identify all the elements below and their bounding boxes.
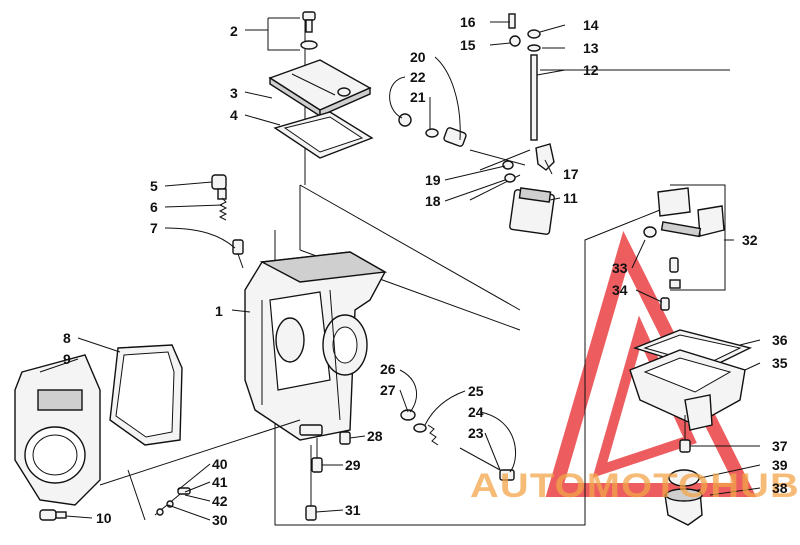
callout-10: 10 — [96, 510, 112, 526]
callout-21: 21 — [410, 89, 426, 105]
callout-25: 25 — [468, 383, 484, 399]
callout-29: 29 — [345, 457, 361, 473]
callout-22: 22 — [410, 69, 426, 85]
callout-20: 20 — [410, 49, 426, 65]
callout-36: 36 — [772, 332, 788, 348]
callout-labels: 1 2 3 4 5 6 7 8 9 10 11 12 13 14 15 16 1… — [63, 14, 788, 528]
callout-35: 35 — [772, 355, 788, 371]
callout-3: 3 — [230, 85, 238, 101]
callout-42: 42 — [212, 493, 228, 509]
callout-24: 24 — [468, 404, 484, 420]
callout-4: 4 — [230, 107, 238, 123]
part-screw-washer — [300, 11, 318, 50]
callout-18: 18 — [425, 193, 441, 209]
part-throttle-linkage — [398, 13, 555, 235]
part-fitting-spring-needle — [211, 174, 244, 269]
part-side-cover — [109, 344, 183, 446]
callout-32: 32 — [742, 232, 758, 248]
callout-8: 8 — [63, 330, 71, 346]
callout-14: 14 — [583, 17, 599, 33]
part-screw-left — [39, 509, 67, 521]
callout-41: 41 — [212, 474, 228, 490]
part-hose-fittings — [127, 469, 191, 521]
callout-23: 23 — [468, 425, 484, 441]
callout-40: 40 — [212, 456, 228, 472]
callout-37: 37 — [772, 438, 788, 454]
callout-31: 31 — [345, 502, 361, 518]
watermark-text: AUTOMOTOHUB — [470, 467, 800, 505]
part-float-assembly — [643, 187, 725, 289]
callout-16: 16 — [460, 14, 476, 30]
callout-9: 9 — [63, 351, 71, 367]
callout-6: 6 — [150, 199, 158, 215]
watermark-text-group: AUTOMOTOHUB — [470, 467, 800, 505]
callout-34: 34 — [612, 282, 628, 298]
callout-5: 5 — [150, 178, 158, 194]
callout-28: 28 — [367, 428, 383, 444]
part-small-screws — [305, 431, 351, 521]
callout-39: 39 — [772, 457, 788, 473]
callout-19: 19 — [425, 172, 441, 188]
callout-11: 11 — [563, 190, 578, 206]
leader-lines — [39, 17, 761, 521]
part-jet-assembly — [400, 409, 515, 481]
part-float-bowl — [629, 349, 746, 431]
callout-33: 33 — [612, 260, 628, 276]
callout-15: 15 — [460, 37, 476, 53]
callout-12: 12 — [583, 62, 599, 78]
callout-27: 27 — [380, 382, 396, 398]
callout-30: 30 — [212, 512, 228, 528]
callout-7: 7 — [150, 220, 158, 236]
part-carburetor-body — [244, 251, 388, 441]
callout-2: 2 — [230, 23, 238, 39]
part-bowl-screw — [660, 297, 670, 311]
callout-17: 17 — [563, 166, 579, 182]
callout-38: 38 — [772, 480, 788, 496]
part-gasket — [273, 111, 374, 159]
part-air-intake-housing — [14, 354, 101, 506]
part-top-cover — [268, 59, 372, 118]
callout-13: 13 — [583, 40, 599, 56]
callout-1: 1 — [215, 303, 223, 319]
callout-26: 26 — [380, 361, 396, 377]
part-drain-plug — [664, 415, 703, 526]
